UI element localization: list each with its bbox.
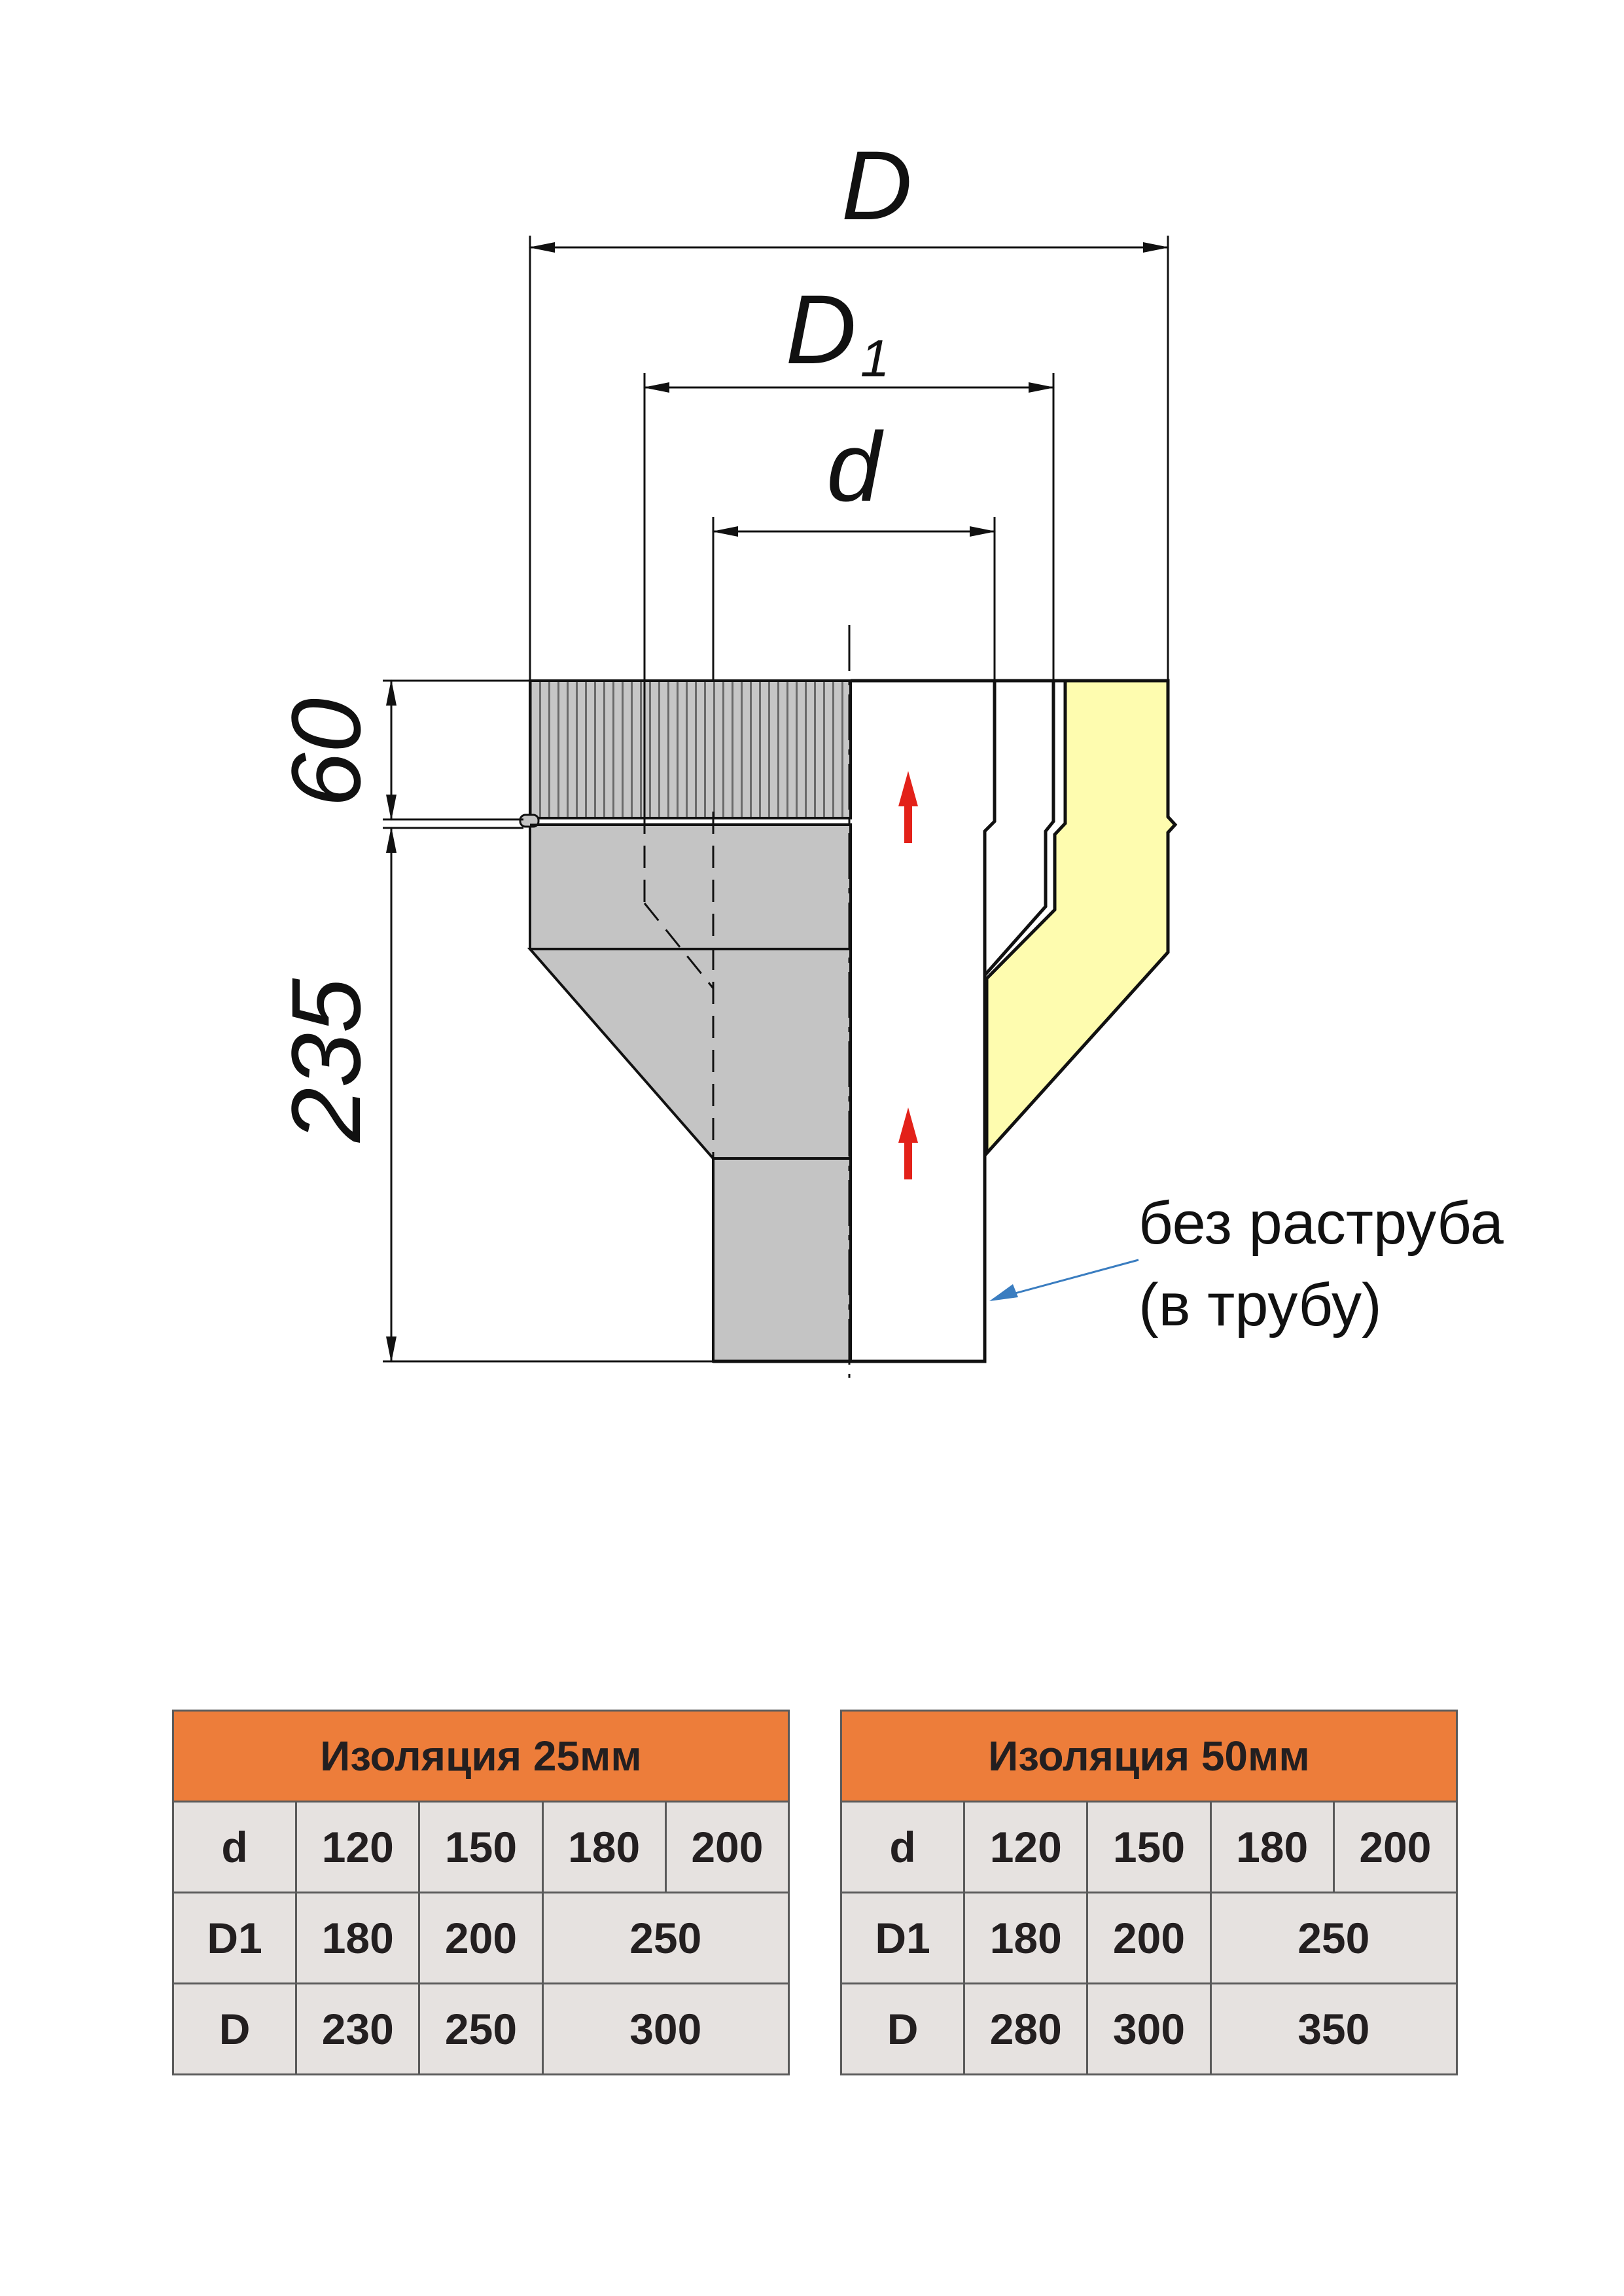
- note-line-1: без раструба: [1139, 1190, 1504, 1257]
- table-cell: 230: [295, 1982, 421, 2075]
- table-title: Изоляция 50мм: [840, 1710, 1458, 1803]
- note-line-2: (в трубу): [1139, 1272, 1382, 1338]
- table-row: d 120 150 180 200: [171, 1801, 790, 1893]
- table-cell: 150: [418, 1801, 544, 1893]
- table-cell: 300: [541, 1982, 790, 2075]
- row-label: D1: [839, 1892, 966, 1984]
- table-cell: 250: [1209, 1892, 1458, 1984]
- table-cell: 150: [1086, 1801, 1212, 1893]
- extension-lines: [383, 236, 1169, 1363]
- table-cell: 200: [418, 1892, 544, 1984]
- dim-60-label: 60: [271, 698, 381, 808]
- technical-drawing: D D1 d 60 235 без раструба (в трубу): [271, 130, 1504, 1378]
- table-title: Изоляция 25мм: [172, 1710, 790, 1803]
- table-cell: 120: [963, 1801, 1089, 1893]
- steel-body: [519, 679, 852, 1363]
- table-cell: 250: [418, 1982, 544, 2075]
- table-row: D 280 300 350: [839, 1982, 1458, 2075]
- note-leader: [989, 1259, 1139, 1301]
- table-cell: 120: [295, 1801, 421, 1893]
- insulation-fill: [985, 679, 1178, 1158]
- table-cell: 180: [295, 1892, 421, 1984]
- row-label: D1: [171, 1892, 298, 1984]
- table-row: d 120 150 180 200: [839, 1801, 1458, 1893]
- dim-d-label: d: [826, 412, 884, 522]
- hidden-lines: [643, 812, 715, 1158]
- table-cell: 180: [963, 1892, 1089, 1984]
- table-cell: 280: [963, 1982, 1089, 2075]
- table-cell: 350: [1209, 1982, 1458, 2075]
- row-label: d: [839, 1801, 966, 1893]
- table-cell: 200: [664, 1801, 790, 1893]
- row-label: d: [171, 1801, 298, 1893]
- row-label: D: [171, 1982, 298, 2075]
- table-cell: 250: [541, 1892, 790, 1984]
- table-cell: 180: [541, 1801, 667, 1893]
- row-label: D: [839, 1982, 966, 2075]
- dimensions-table-25mm: Изоляция 25мм d 120 150 180 200 D1 180 2…: [171, 1710, 790, 2075]
- table-cell: 200: [1086, 1892, 1212, 1984]
- table-cell: 300: [1086, 1982, 1212, 2075]
- dim-235-label: 235: [271, 978, 381, 1143]
- flow-arrow-icon: [898, 1107, 918, 1179]
- dim-D-label: D: [841, 130, 912, 240]
- table-row: D1 180 200 250: [839, 1892, 1458, 1984]
- table-row: D 230 250 300: [171, 1982, 790, 2075]
- table-row: D1 180 200 250: [171, 1892, 790, 1984]
- dimensions-table-50mm: Изоляция 50мм d 120 150 180 200 D1 180 2…: [839, 1710, 1458, 2075]
- table-cell: 180: [1209, 1801, 1335, 1893]
- dim-D1-label: D1: [786, 274, 890, 387]
- table-cell: 200: [1332, 1801, 1458, 1893]
- flow-arrow-icon: [898, 771, 918, 843]
- dimension-lines: [386, 242, 1169, 1363]
